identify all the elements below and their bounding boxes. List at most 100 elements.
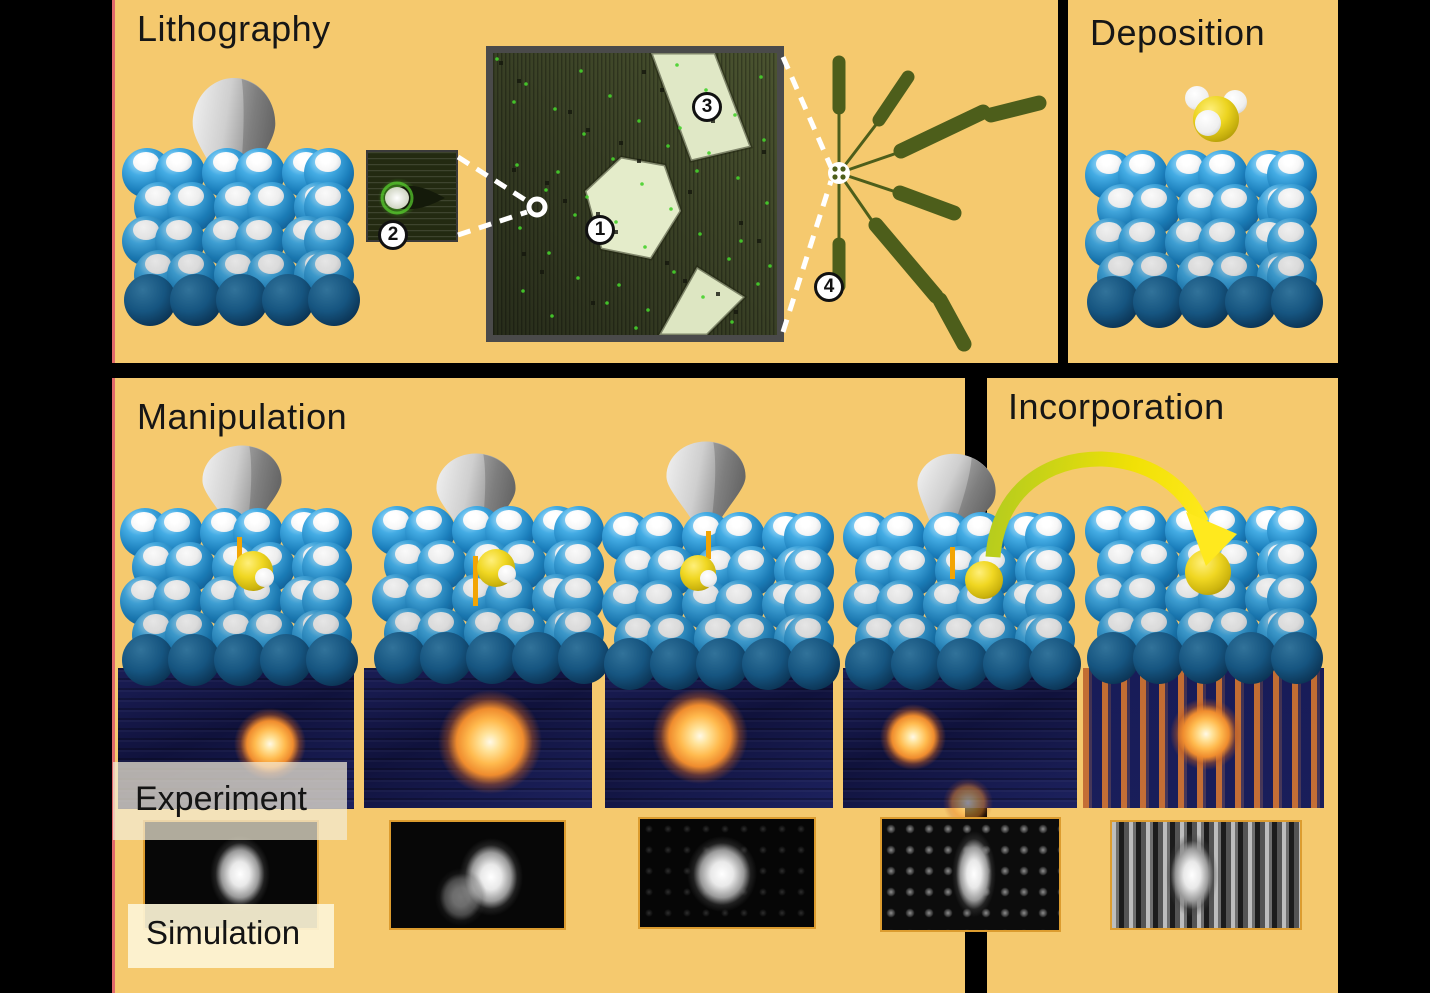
atom-cap — [395, 612, 421, 632]
atom-cap — [1036, 618, 1062, 638]
atom-cap — [1278, 188, 1304, 208]
panel-title-lithography: Lithography — [137, 8, 331, 49]
simulated-feature — [210, 836, 270, 912]
atom-cap — [1036, 550, 1062, 570]
atom-cap — [646, 584, 672, 604]
atom-cap — [1108, 256, 1134, 276]
atom-cap — [395, 544, 421, 564]
atom-cap — [428, 612, 454, 632]
substrate-sphere — [260, 634, 312, 686]
atom-cap — [658, 550, 684, 570]
atom-cap — [705, 618, 731, 638]
atom-cap — [1129, 222, 1155, 242]
experiment-stm-image-3 — [605, 668, 833, 808]
substrate-sphere — [306, 634, 358, 686]
atom-cap — [1096, 578, 1122, 598]
atom-cap — [166, 152, 192, 172]
callout-2: 2 — [378, 220, 408, 250]
atom-cap — [1141, 188, 1167, 208]
atom-cap — [1141, 612, 1167, 632]
atom-cap — [934, 516, 960, 536]
atom-cap — [1188, 188, 1214, 208]
atom-cap — [213, 220, 239, 240]
hydrogen-atom — [1195, 110, 1221, 136]
atom-cap — [1096, 222, 1122, 242]
atom-cap — [946, 618, 972, 638]
atom-cap — [887, 516, 913, 536]
substrate-sphere — [1087, 632, 1139, 684]
panel-title-incorporation: Incorporation — [1008, 386, 1225, 427]
tip-path-marker-icon — [473, 556, 478, 606]
atom-cap — [211, 580, 237, 600]
simulated-feature-faint — [435, 868, 487, 926]
substrate-sphere — [1271, 276, 1323, 328]
substrate-sphere — [170, 274, 222, 326]
atom-cap — [211, 512, 237, 532]
atom-cap — [1129, 578, 1155, 598]
atom-cap — [887, 584, 913, 604]
atom-cap — [646, 516, 672, 536]
experiment-stm-image-2 — [364, 668, 592, 808]
atom-cap — [1278, 578, 1304, 598]
substrate-sphere — [122, 634, 174, 686]
atom-cap — [1129, 510, 1155, 530]
substrate-sphere — [1133, 632, 1185, 684]
simulation-image-5 — [1110, 820, 1302, 930]
substrate-sphere — [1179, 632, 1231, 684]
atom-cap — [967, 516, 993, 536]
atom-cap — [1141, 256, 1167, 276]
atom-cap — [1188, 612, 1214, 632]
atom-cap — [1176, 154, 1202, 174]
atom-cap — [164, 512, 190, 532]
stm-lithography-graphic — [493, 51, 777, 337]
atom-cap — [178, 254, 204, 274]
atom-cap — [1209, 154, 1235, 174]
atom-cap — [979, 618, 1005, 638]
atom-cap — [1129, 154, 1155, 174]
adsorbate-feature — [880, 704, 946, 770]
manipulation-step3-lattice — [602, 512, 840, 694]
atom-cap — [866, 618, 892, 638]
substrate-sphere — [1133, 276, 1185, 328]
atom-cap — [176, 614, 202, 634]
substrate-sphere — [420, 632, 472, 684]
hydrogen-atom — [255, 567, 275, 587]
atom-cap — [1036, 516, 1062, 536]
atom-cap — [1221, 612, 1247, 632]
atom-cap — [256, 614, 282, 634]
simulated-feature — [687, 836, 757, 912]
adsorbate-feature — [652, 688, 748, 784]
atom-cap — [145, 186, 171, 206]
atom-cap — [313, 614, 339, 634]
atom-cap — [658, 618, 684, 638]
atom-cap — [131, 580, 157, 600]
atom-cap — [475, 612, 501, 632]
adatom-yellow — [477, 549, 517, 587]
atom-cap — [565, 510, 591, 530]
atom-cap — [854, 516, 880, 536]
atom-cap — [131, 512, 157, 532]
simulated-feature — [952, 831, 996, 917]
atom-cap — [313, 512, 339, 532]
substrate-sphere — [262, 274, 314, 326]
atom-cap — [613, 584, 639, 604]
substrate-sphere — [1225, 632, 1277, 684]
atom-cap — [313, 546, 339, 566]
phosphine-molecule-icon — [1183, 84, 1247, 148]
atom-cap — [315, 152, 341, 172]
atom-cap — [1278, 612, 1304, 632]
atom-cap — [1141, 544, 1167, 564]
atom-cap — [143, 614, 169, 634]
stm-lithography-image — [486, 46, 784, 342]
manipulation-step1-lattice — [120, 508, 358, 690]
experiment-stm-image-4 — [843, 668, 1077, 828]
atom-cap — [166, 220, 192, 240]
callout-1: 1 — [585, 215, 615, 245]
manipulation-step2-lattice — [372, 506, 610, 688]
atom-cap — [565, 544, 591, 564]
tip-path-marker-icon — [950, 547, 955, 579]
simulated-feature — [459, 838, 523, 916]
experiment-stm-image-5 — [1083, 668, 1324, 808]
atom-cap — [795, 584, 821, 604]
atom-cap — [508, 612, 534, 632]
